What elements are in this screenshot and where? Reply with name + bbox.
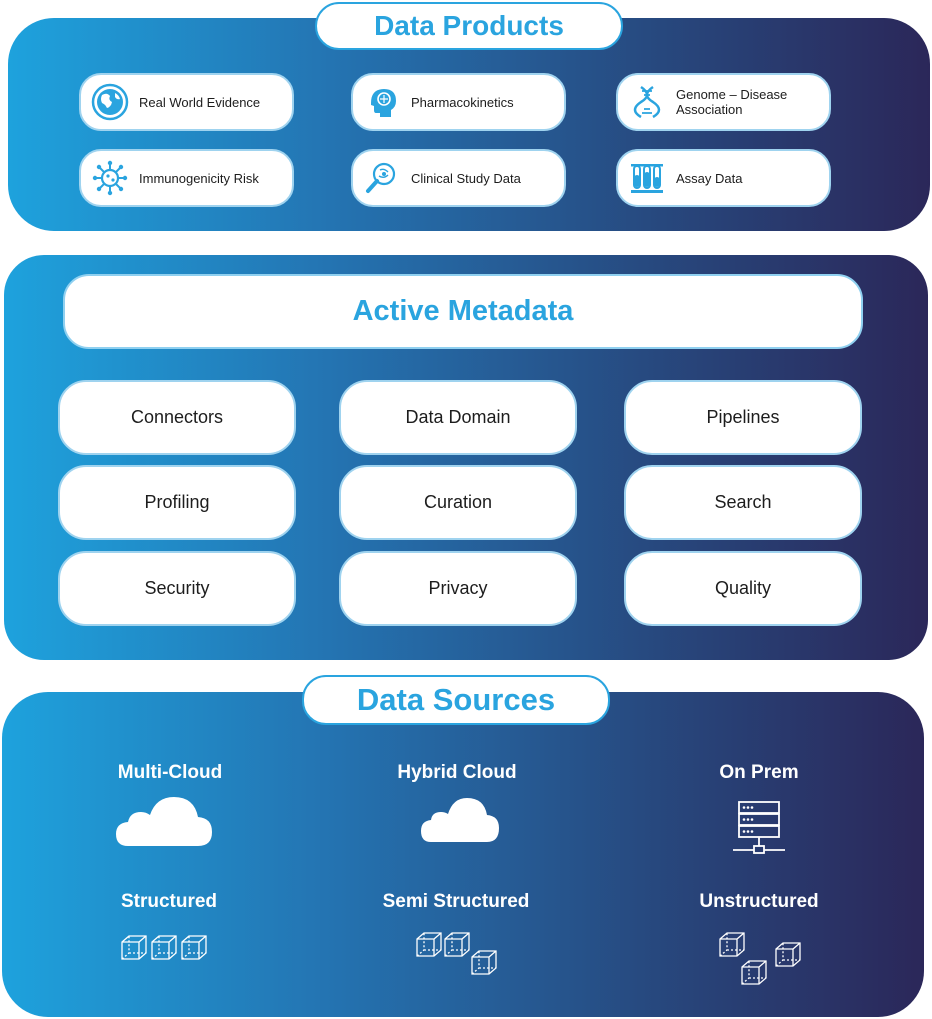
source-multi-cloud-label: Multi-Cloud bbox=[117, 762, 223, 783]
product-real-world-evidence[interactable]: Real World Evidence bbox=[79, 73, 294, 131]
source-structured-label: Structured bbox=[120, 891, 218, 912]
metadata-data-domain[interactable]: Data Domain bbox=[339, 380, 577, 455]
data-products-title: Data Products bbox=[315, 2, 623, 50]
source-on-prem-label: On Prem bbox=[719, 762, 799, 783]
metadata-quality[interactable]: Quality bbox=[624, 551, 862, 626]
head-brain-icon bbox=[371, 89, 396, 117]
active-metadata-title: Active Metadata bbox=[63, 274, 863, 349]
data-sources-title: Data Sources bbox=[302, 675, 610, 725]
product-label: Clinical Study Data bbox=[411, 170, 521, 186]
virus-icon bbox=[92, 160, 128, 196]
product-genome-disease-association[interactable]: Genome – Disease Association bbox=[616, 73, 831, 131]
source-semi-structured-label: Semi Structured bbox=[382, 891, 530, 912]
cubes-row-icon bbox=[121, 935, 207, 960]
dna-icon bbox=[633, 85, 661, 119]
metadata-security[interactable]: Security bbox=[58, 551, 296, 626]
product-label: Pharmacokinetics bbox=[411, 94, 514, 110]
product-label: Genome – Disease Association bbox=[676, 87, 788, 117]
metadata-privacy[interactable]: Privacy bbox=[339, 551, 577, 626]
product-clinical-study-data[interactable]: Clinical Study Data bbox=[351, 149, 566, 207]
cloud-icon bbox=[421, 798, 499, 842]
product-label: Immunogenicity Risk bbox=[139, 170, 259, 186]
cubes-semi-icon bbox=[416, 932, 497, 975]
metadata-search[interactable]: Search bbox=[624, 465, 862, 540]
product-assay-data[interactable]: Assay Data bbox=[616, 149, 831, 207]
source-unstructured-label: Unstructured bbox=[699, 891, 819, 912]
data-sources-panel bbox=[2, 692, 924, 1017]
product-label: Real World Evidence bbox=[139, 94, 261, 110]
cubes-scattered-icon bbox=[719, 932, 801, 985]
product-label: Assay Data bbox=[676, 170, 743, 186]
product-pharmacokinetics[interactable]: Pharmacokinetics bbox=[351, 73, 566, 131]
metadata-pipelines[interactable]: Pipelines bbox=[624, 380, 862, 455]
source-hybrid-cloud-label: Hybrid Cloud bbox=[397, 762, 517, 783]
product-immunogenicity-risk[interactable]: Immunogenicity Risk bbox=[79, 149, 294, 207]
test-tubes-icon bbox=[631, 164, 663, 193]
globe-icon bbox=[91, 83, 129, 121]
magnifier-research-icon bbox=[366, 162, 396, 193]
metadata-connectors[interactable]: Connectors bbox=[58, 380, 296, 455]
server-icon bbox=[733, 801, 785, 854]
metadata-curation[interactable]: Curation bbox=[339, 465, 577, 540]
metadata-profiling[interactable]: Profiling bbox=[58, 465, 296, 540]
cloud-icon bbox=[116, 797, 212, 846]
